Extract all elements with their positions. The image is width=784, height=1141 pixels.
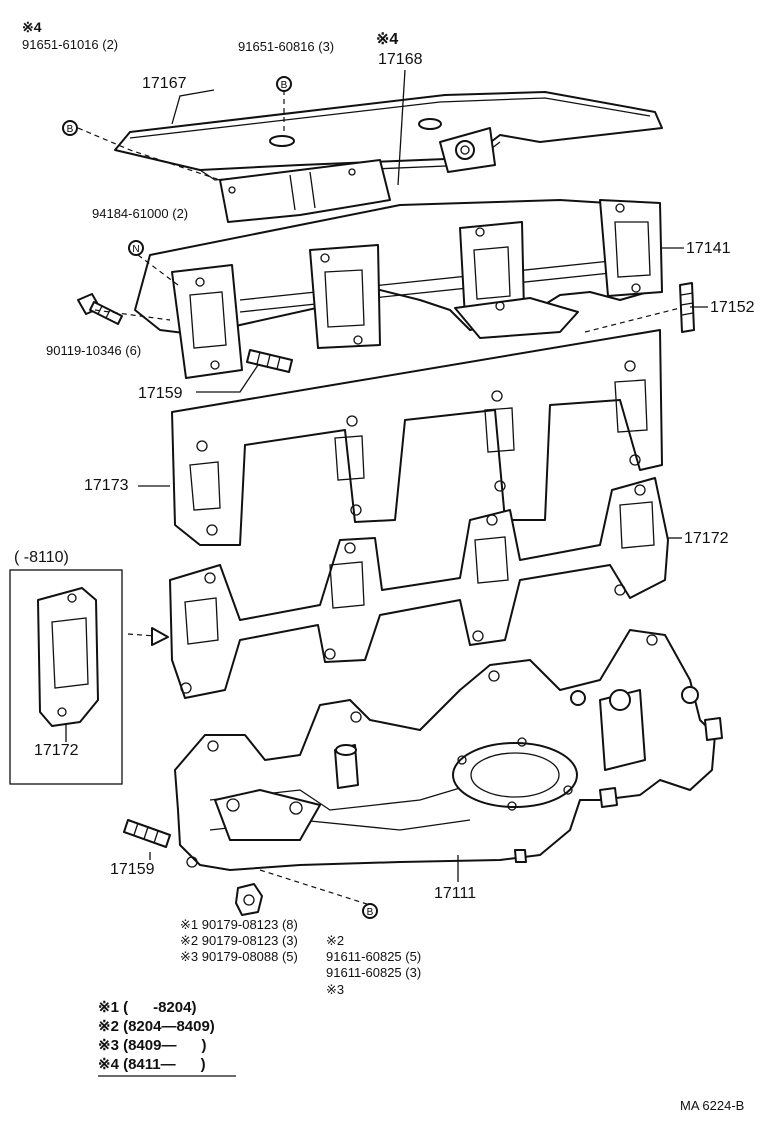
stud-icon [246,349,293,373]
bolt-bottom-2-label: 91611-60825 (3) [326,965,422,980]
part-17167-label: 17167 [142,75,187,92]
bracket [219,159,391,223]
marker-b-left [62,120,78,136]
legend-row-3: ※3 (8409— ) [98,1037,207,1054]
gasket-17173 [171,329,663,546]
nut-2-label: ※2 90179-08123 (3) [180,933,298,948]
marker-b-bottom [362,903,378,919]
part-17159-bottom-label: 17159 [110,861,155,878]
bolt-bottom-mark2-label: ※2 [326,933,345,948]
arrow-icon [127,627,169,646]
bolt-bottom-mark3-label: ※3 [326,982,345,997]
part-17168-label: 17168 [378,51,423,68]
part-17172-right-label: 17172 [684,530,729,547]
legend-row-4: ※4 (8411— ) [98,1056,206,1073]
bolt-icon [77,293,123,325]
part-17141-label: 17141 [686,240,731,257]
bolt-b-left-label: 91651-61016 (2) [22,37,119,52]
stud-icon [679,282,695,333]
marker-b-mid-letter: B [281,80,288,91]
heat-insulator [114,91,663,181]
inset-box [9,569,123,785]
stud-icon [123,819,171,848]
exhaust-manifold [134,199,663,379]
part-17152-label: 17152 [710,299,755,316]
bolt-b-mid-label: 91651-60816 (3) [238,39,335,54]
gasket-17172 [169,477,669,699]
part-17172-box-label: 17172 [34,742,79,759]
marker-b-bottom-letter: B [367,907,374,918]
marker-b-mid [276,76,292,92]
marker-n-letter: N [132,244,139,255]
part-17111-label: 17111 [434,885,477,902]
marker-b-left-letter: B [67,124,74,135]
bolt-bottom-1-label: 91611-60825 (5) [326,949,422,964]
legend-row-1: ※1 ( -8204) [98,999,197,1016]
marker-n [128,240,144,256]
intake-manifold [174,629,723,871]
nut-1-label: ※1 90179-08123 (8) [180,917,298,932]
part-90119-label: 90119-10346 (6) [46,343,142,358]
nut-3-label: ※3 90179-08088 (5) [180,949,298,964]
part-94184-label: 94184-61000 (2) [92,206,189,221]
range-8110-label: ( -8110) [14,549,69,566]
reference-code: MA 6224-B [680,1098,745,1113]
legend-row-2: ※2 (8204—8409) [98,1018,215,1035]
part-17159-top-label: 17159 [138,385,183,402]
mark4-big-label: ※4 [376,31,399,48]
part-17173-label: 17173 [84,477,129,494]
nut-icon [235,883,263,916]
mark4-top-label: ※4 [22,19,42,35]
